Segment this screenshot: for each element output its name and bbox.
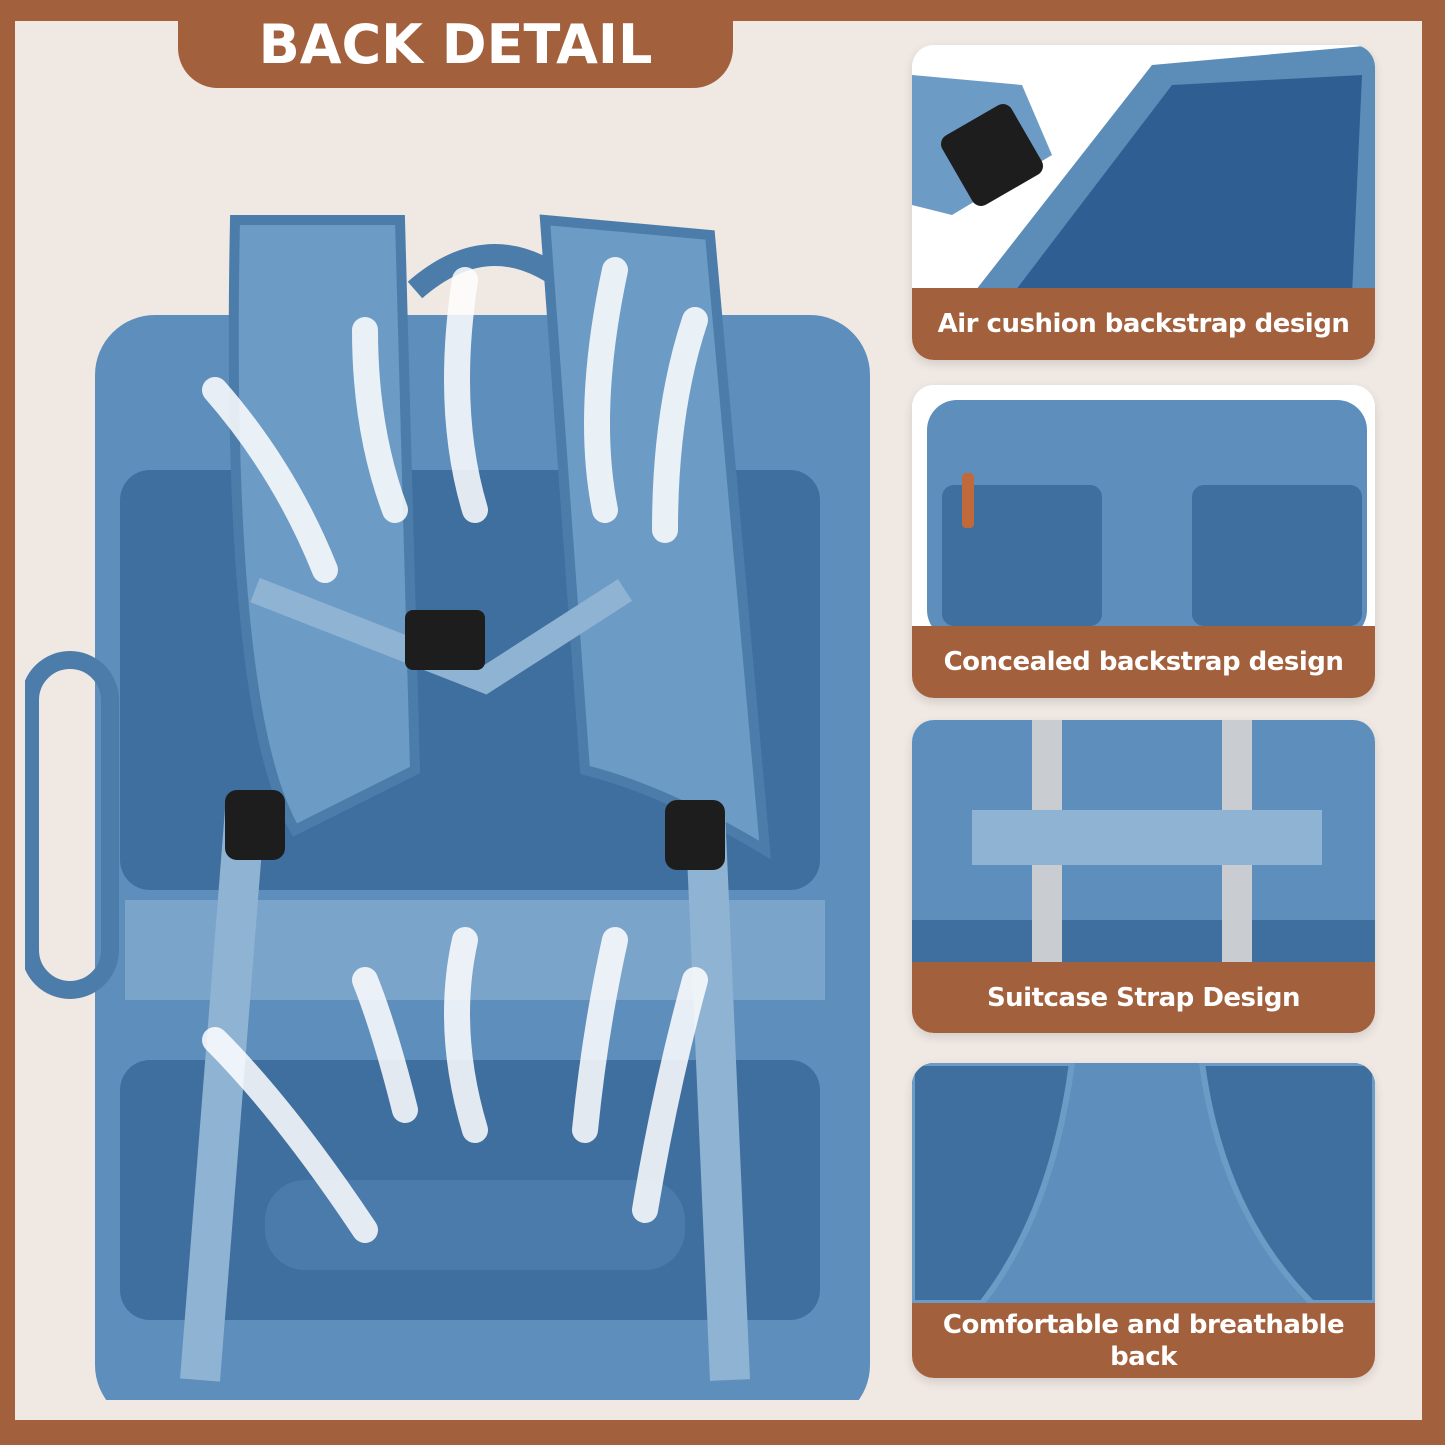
feature-card-breathable: Comfortable and breathable back [912,1063,1375,1378]
feature-label: Comfortable and breathable back [912,1303,1375,1378]
feature-label: Air cushion backstrap design [912,288,1375,360]
page-title-banner: BACK DETAIL [178,0,733,88]
feature-label: Concealed backstrap design [912,626,1375,698]
suitcase-strap-image [912,720,1375,962]
feature-card-concealed: Concealed backstrap design [912,385,1375,698]
air-cushion-strap-image [912,45,1375,295]
breathable-back-image [912,1063,1375,1303]
feature-label: Suitcase Strap Design [912,962,1375,1033]
page-title: BACK DETAIL [258,12,653,76]
feature-card-suitcase: Suitcase Strap Design [912,720,1375,1033]
concealed-strap-image [912,385,1375,626]
backpack-back-image [25,214,870,1400]
feature-card-air-cushion: Air cushion backstrap design [912,45,1375,360]
